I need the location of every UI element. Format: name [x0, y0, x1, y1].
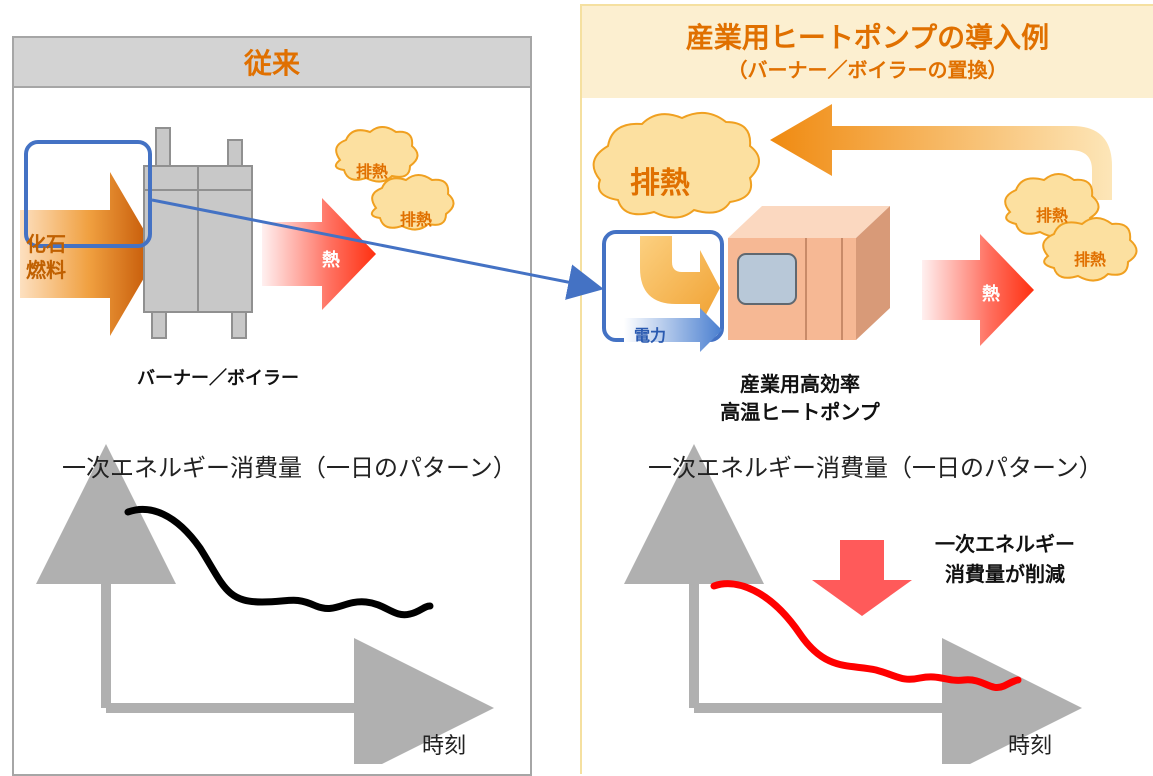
reduction-label-2: 消費量が削減	[945, 562, 1065, 586]
right-heat-arrow	[922, 234, 1034, 346]
heatpump-header: 産業用ヒートポンプの導入例 （バーナー／ボイラーの置換）	[582, 6, 1153, 98]
left-heat-arrow	[262, 198, 376, 310]
right-main-cloud	[592, 111, 760, 219]
left-chart-caption: 一次エネルギー消費量（一日のパターン）	[62, 454, 517, 482]
fuel-arrow	[20, 172, 158, 336]
right-chart-axes	[624, 444, 1082, 764]
heat-pump-icon	[728, 206, 890, 340]
conventional-header: 従来	[12, 36, 532, 88]
right-exhaust-label-2: 排熱	[1074, 250, 1107, 269]
left-chart-axes	[36, 444, 494, 764]
left-exhaust-label-2: 排熱	[400, 210, 433, 229]
heat-pump-label-1: 産業用高効率	[740, 372, 860, 396]
power-label: 電力	[634, 326, 667, 345]
right-x-axis-label: 時刻	[1008, 734, 1053, 759]
callout-connector	[151, 198, 604, 300]
fuel-callout-box	[24, 140, 152, 248]
conventional-consumption-curve	[124, 505, 434, 619]
reduction-label-1: 一次エネルギー	[935, 532, 1075, 556]
exhaust-input-arrow	[640, 236, 720, 326]
right-exhaust-label-1: 排熱	[1036, 206, 1069, 225]
heatpump-consumption-curve	[710, 580, 1022, 691]
right-main-exhaust-label: 排熱	[630, 166, 690, 201]
left-exhaust-clouds	[334, 126, 455, 231]
left-heat-label: 熱	[322, 250, 340, 271]
left-x-axis-label: 時刻	[422, 734, 467, 759]
heatpump-title: 産業用ヒートポンプの導入例	[685, 21, 1050, 54]
boiler-icon	[143, 127, 253, 339]
right-chart-caption: 一次エネルギー消費量（一日のパターン）	[648, 454, 1103, 482]
fuel-label-2: 燃料	[26, 258, 66, 282]
fuel-label-1: 化石	[26, 232, 66, 256]
left-exhaust-label-1: 排熱	[356, 162, 389, 181]
heatpump-subtitle: （バーナー／ボイラーの置換）	[727, 58, 1008, 82]
heatpump-panel	[580, 4, 1153, 774]
power-arrow	[624, 308, 722, 352]
reduction-arrow	[812, 540, 912, 616]
right-exhaust-clouds	[1004, 173, 1138, 282]
conventional-title: 従来	[243, 47, 300, 80]
heat-pump-label-2: 高温ヒートポンプ	[720, 400, 880, 424]
exhaust-return-arrow	[770, 104, 1112, 200]
boiler-label: バーナー／ボイラー	[137, 368, 299, 389]
right-heat-label: 熱	[982, 284, 1000, 305]
